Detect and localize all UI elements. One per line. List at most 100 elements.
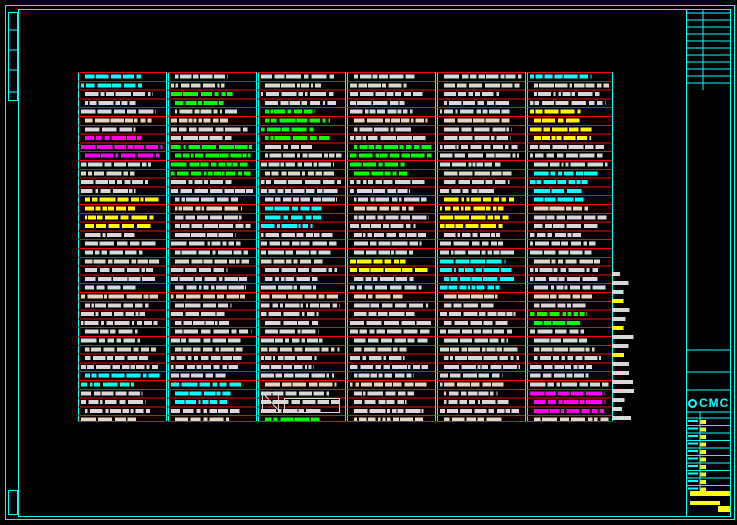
note-text <box>504 259 506 264</box>
note-text <box>102 382 118 387</box>
note-text <box>185 100 197 105</box>
note-text <box>95 206 101 211</box>
note-text <box>302 171 306 176</box>
note-text <box>204 180 209 185</box>
note-text <box>274 136 291 141</box>
note-text <box>81 294 85 299</box>
note-text <box>483 320 493 325</box>
note-text <box>81 400 87 405</box>
note-text <box>541 100 554 105</box>
note-text <box>274 206 290 211</box>
note-text <box>557 259 563 264</box>
note-text <box>474 408 487 413</box>
note-text <box>116 347 132 352</box>
note-text <box>124 180 131 185</box>
note-text <box>530 232 535 237</box>
note-text <box>493 329 504 334</box>
note-text <box>444 364 459 369</box>
note-text <box>364 400 376 405</box>
note-text <box>226 162 232 167</box>
title-block-value <box>690 491 730 496</box>
note-text <box>511 408 520 413</box>
note-text <box>561 408 565 413</box>
note-text <box>354 74 358 79</box>
note-text <box>297 162 302 167</box>
note-text <box>374 382 384 387</box>
note-text <box>370 373 377 378</box>
note-text <box>300 197 311 202</box>
note-text <box>135 364 145 369</box>
note-text <box>593 259 601 264</box>
note-text <box>201 312 216 317</box>
note-text <box>261 338 274 343</box>
note-text <box>243 250 248 255</box>
note-text <box>530 391 545 396</box>
title-block-text <box>688 435 698 437</box>
note-text <box>447 329 460 334</box>
note-text <box>462 188 469 193</box>
note-text <box>261 373 275 378</box>
note-text <box>261 294 270 299</box>
note-text <box>313 215 321 220</box>
note-text <box>451 188 461 193</box>
note-text <box>474 127 490 132</box>
note-text <box>108 294 124 299</box>
note-text <box>285 303 300 308</box>
note-text <box>391 197 398 202</box>
title-block-value <box>700 435 706 439</box>
note-text <box>272 294 287 299</box>
note-text <box>414 268 428 273</box>
note-text <box>188 338 201 343</box>
note-text <box>127 144 133 149</box>
note-text <box>413 373 415 378</box>
note-text <box>534 224 543 229</box>
note-text <box>87 364 94 369</box>
note-text <box>214 259 227 264</box>
note-text <box>115 100 120 105</box>
note-text <box>567 356 574 361</box>
note-text <box>149 294 159 299</box>
note-text <box>602 382 609 387</box>
note-text <box>201 206 204 211</box>
note-text <box>589 136 591 141</box>
note-text <box>295 250 309 255</box>
note-text <box>580 127 592 132</box>
note-text <box>202 400 209 405</box>
note-text <box>462 74 469 79</box>
note-text <box>218 144 234 149</box>
note-text <box>408 303 424 308</box>
note-text <box>354 206 365 211</box>
note-text <box>359 127 373 132</box>
note-text <box>567 232 572 237</box>
note-text <box>497 408 505 413</box>
note-text <box>309 303 319 308</box>
note-text <box>175 320 182 325</box>
note-text <box>305 303 308 308</box>
note-text <box>183 136 198 141</box>
note-text <box>85 153 100 158</box>
note-text <box>222 391 231 396</box>
note-text <box>534 303 540 308</box>
note-text <box>495 294 498 299</box>
note-text <box>561 241 569 246</box>
note-text <box>303 109 313 114</box>
note-text <box>575 356 583 361</box>
note-text <box>123 171 129 176</box>
note-text <box>265 417 272 422</box>
note-text <box>303 74 309 79</box>
note-text <box>277 188 284 193</box>
note-text <box>222 171 225 176</box>
note-text <box>350 329 359 334</box>
note-text <box>576 180 581 185</box>
note-text <box>305 215 312 220</box>
note-text <box>206 206 222 211</box>
note-text <box>485 74 499 79</box>
note-text <box>127 268 140 273</box>
note-text <box>81 382 88 387</box>
note-text <box>265 171 270 176</box>
note-text <box>369 109 376 114</box>
note-text <box>176 294 185 299</box>
note-text <box>397 408 404 413</box>
note-text <box>558 391 570 396</box>
